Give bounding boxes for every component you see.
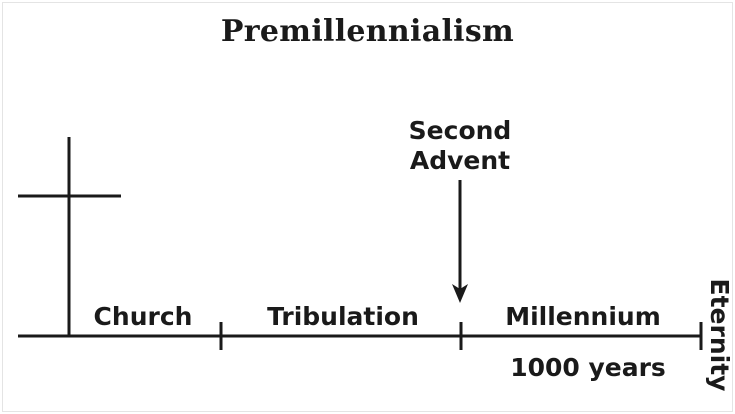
millennium-duration-label: 1000 years (510, 353, 666, 382)
period-label-eternity: Eternity (705, 279, 734, 392)
arrow-head (452, 284, 468, 303)
period-label-millennium: Millennium (505, 302, 661, 331)
event-label-line1: Second (409, 116, 512, 145)
cross-icon (18, 137, 121, 336)
second-advent-arrow (452, 180, 468, 303)
diagram-title: Premillennialism (220, 14, 515, 49)
event-label-line2: Advent (410, 146, 510, 175)
period-label-tribulation: Tribulation (267, 302, 419, 331)
period-label-church: Church (94, 302, 193, 331)
